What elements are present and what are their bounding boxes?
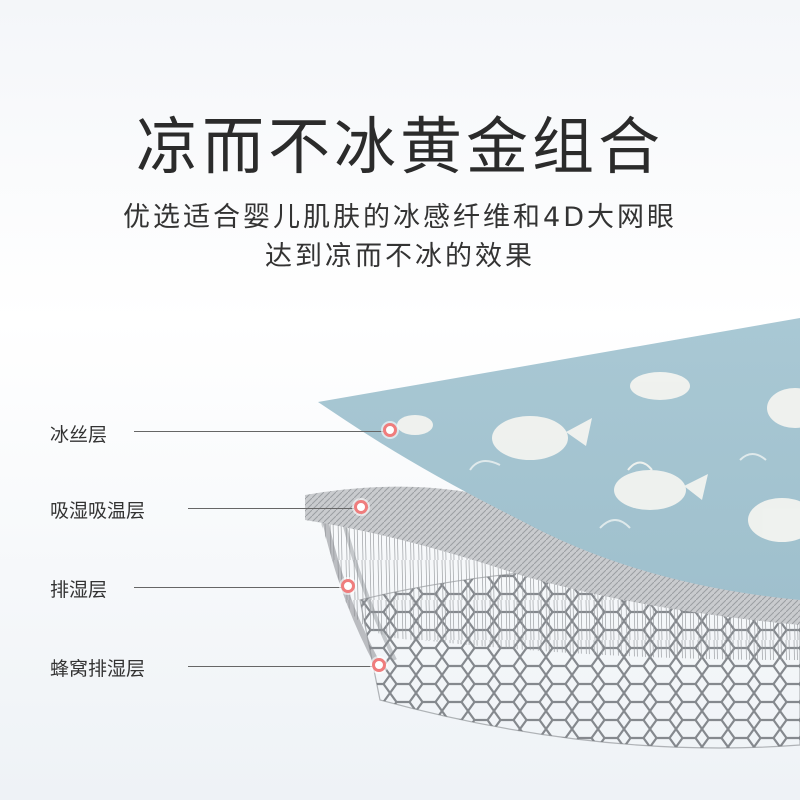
callout-label-absorbent: 吸湿吸温层 — [50, 500, 146, 522]
callout-dot-honeycomb — [372, 658, 386, 672]
callout-label-wicking: 排湿层 — [50, 579, 108, 601]
callout-label-ice-silk: 冰丝层 — [50, 424, 108, 446]
callout-line-absorbent — [188, 508, 354, 509]
absorbent-knit-layer — [305, 486, 800, 625]
callout-dot-absorbent — [354, 500, 368, 514]
wicking-fiber-layer — [320, 520, 800, 660]
subtitle-line-2: 达到凉而不冰的效果 — [265, 241, 535, 272]
subtitle-line-1: 优选适合婴儿肌肤的冰感纤维和4D大网眼 — [123, 202, 677, 233]
callout-line-ice-silk — [134, 431, 384, 432]
callout-dot-ice-silk — [383, 423, 397, 437]
callout-line-honeycomb — [188, 666, 372, 667]
callout-label-honeycomb: 蜂窝排湿层 — [50, 658, 146, 680]
callout-line-wicking — [134, 587, 342, 588]
headline: 凉而不冰黄金组合 — [135, 110, 664, 183]
callout-dot-wicking — [341, 579, 355, 593]
